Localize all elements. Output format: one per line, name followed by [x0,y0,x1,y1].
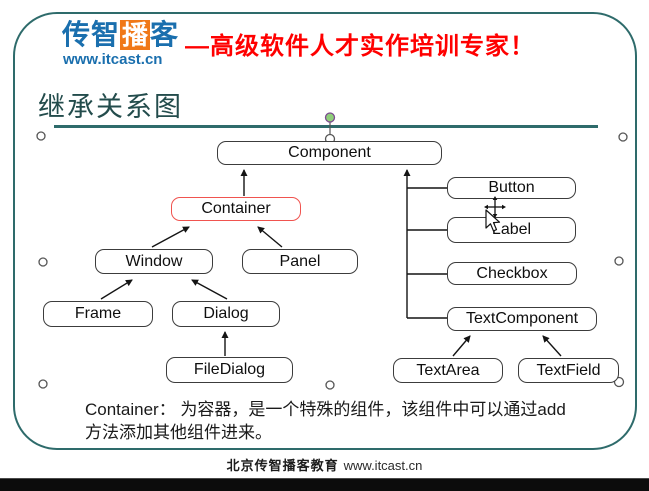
node-container[interactable]: Container [171,197,301,221]
move-icon [484,196,506,218]
node-panel[interactable]: Panel [242,249,358,274]
footer-url: www.itcast.cn [343,458,423,473]
footer-org: 北京传智播客教育 [226,458,339,473]
node-dialog[interactable]: Dialog [172,301,280,327]
title-divider-line[interactable] [54,125,598,128]
footer: 北京传智播客教育 www.itcast.cn [0,455,649,474]
node-frame[interactable]: Frame [43,301,153,327]
bottom-bar [0,478,649,491]
node-button[interactable]: Button [447,177,576,199]
logo-text-part1: 传智 [62,19,121,50]
node-textcomponent[interactable]: TextComponent [447,307,597,331]
mouse-cursor [477,196,511,238]
node-textfield[interactable]: TextField [518,358,619,383]
node-label[interactable]: Label [447,217,576,243]
slide-border [13,12,637,450]
node-textarea[interactable]: TextArea [393,358,503,383]
page-title: 继承关系图 [38,92,183,122]
node-component[interactable]: Component [217,141,442,165]
logo-text-part3: 客 [150,19,180,50]
header-slogan: —高级软件人才实作培训专家！ [185,33,535,60]
container-note-line1: Container： 为容器，是一个特殊的组件，该组件中可以通过add [85,400,566,419]
logo-url: www.itcast.cn [63,51,163,68]
node-window[interactable]: Window [95,249,213,274]
node-filedialog[interactable]: FileDialog [166,357,293,383]
logo: 传智播客 [62,20,179,55]
logo-text-part2: 播 [120,20,151,50]
node-checkbox[interactable]: Checkbox [447,262,577,285]
container-note: Container： 为容器，是一个特殊的组件，该组件中可以通过add 方法添加… [85,398,615,444]
pointer-icon [485,209,501,232]
container-note-line2: 方法添加其他组件进来。 [85,423,272,442]
